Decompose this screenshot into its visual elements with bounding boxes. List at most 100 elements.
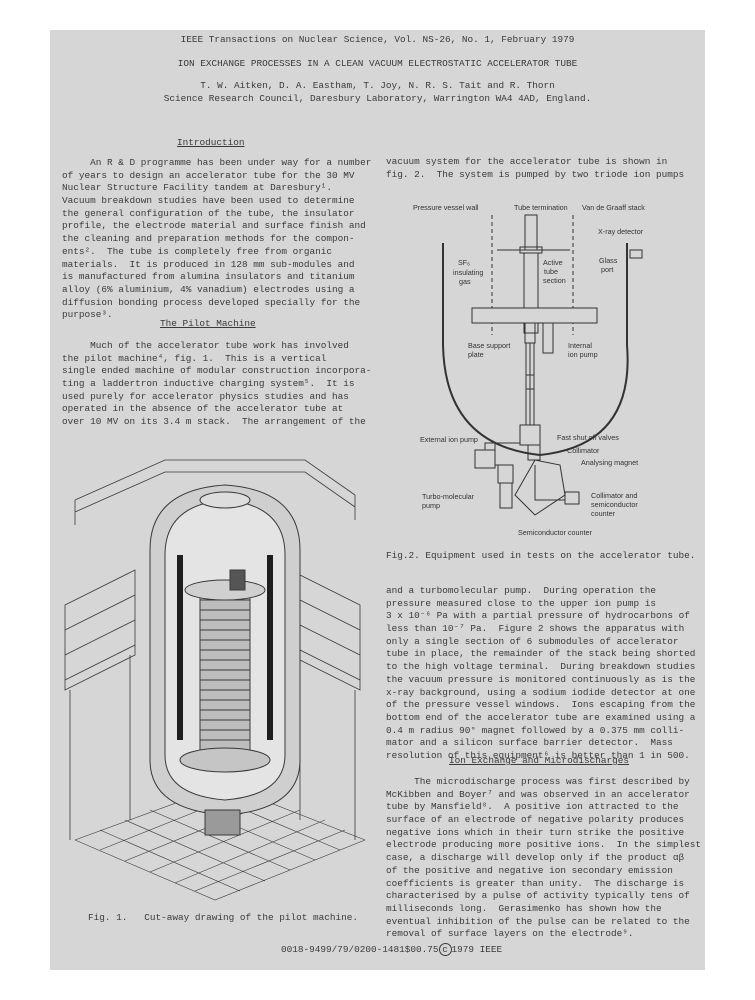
text-line: milliseconds long. Gerasimenko has shown… <box>386 902 662 914</box>
label-collimator-semiconductor: Collimator and <box>591 491 637 500</box>
authors: T. W. Aitken, D. A. Eastham, T. Joy, N. … <box>200 80 555 91</box>
text-line: the vacuum pressure is monitored continu… <box>386 673 696 685</box>
label-xray-detector: X-ray detector <box>598 227 644 236</box>
label-collimator-semiconductor: counter <box>591 509 616 518</box>
ion-exchange-text: The microdischarge process was first des… <box>386 776 701 941</box>
label-collimator: Collimator <box>567 446 600 455</box>
text-line: fig. 2. The system is pumped by two trio… <box>386 168 685 180</box>
text-line: diffusion bonding process developed spec… <box>62 296 361 308</box>
text-line: the cleaning and preparation methods for… <box>62 233 355 245</box>
accelerator-tube <box>471 214 598 425</box>
label-collimator-semiconductor: semiconductor <box>591 500 638 509</box>
figure-2-caption: Fig.2. Equipment used in tests on the ac… <box>386 550 696 561</box>
text-line: single ended machine of modular construc… <box>62 365 372 377</box>
figure-2-labels: Pressure vessel wall Tube termination Va… <box>413 203 645 537</box>
label-active-tube-section: section <box>543 276 566 285</box>
text-line: the pilot machine⁴, fig. 1. This is a ve… <box>62 352 327 364</box>
text-line: The microdischarge process was first des… <box>386 776 690 787</box>
label-glass-port: port <box>601 265 613 274</box>
label-analysing-magnet: Analysing magnet <box>581 458 638 467</box>
affiliation: Science Research Council, Daresbury Labo… <box>163 93 592 104</box>
footer-code: 0018-9499/79/0200-1481$00.75 <box>281 944 439 955</box>
text-line: x-ray background, using a sodium iodide … <box>386 686 696 698</box>
text-line: and a turbomolecular pump. During operat… <box>386 585 657 596</box>
text-line: Nuclear Structure Facility tandem at Dar… <box>62 182 333 194</box>
scanned-page <box>50 30 705 970</box>
text-line: resolution of this equipment⁶ is better … <box>386 749 690 761</box>
introduction-text: An R & D programme has been under way fo… <box>62 157 371 322</box>
text-line: materials. It is produced in 128 mm sub-… <box>62 258 355 270</box>
label-sf6: gas <box>459 277 471 286</box>
text-line: to the high voltage terminal. During bre… <box>386 661 696 673</box>
text-line: Much of the accelerator tube work has in… <box>62 340 349 351</box>
text-line: over 10 MV on its 3.4 m stack. The arran… <box>62 416 366 428</box>
label-base-support-plate: plate <box>468 350 484 359</box>
pilot-machine-text: Much of the accelerator tube work has in… <box>62 340 371 429</box>
label-sf6: SF₆ <box>458 258 470 267</box>
text-line: eventual inhibition of the pulse can be … <box>386 915 690 927</box>
text-line: ting a laddertron inductive charging sys… <box>62 378 355 390</box>
text-line: purpose³. <box>62 309 113 321</box>
text-line: An R & D programme has been under way fo… <box>62 157 372 168</box>
text-line: McKibben and Boyer⁷ and was observed in … <box>386 788 690 800</box>
accelerator-stack <box>179 569 271 836</box>
text-line: tube by Mansfield⁸. A positive ion attra… <box>386 801 679 813</box>
label-tube-termination: Tube termination <box>514 203 568 212</box>
text-line: 3 x 10⁻⁶ Pa with a partial pressure of h… <box>386 610 690 622</box>
right-column-mid-text: and a turbomolecular pump. During operat… <box>386 585 695 763</box>
footer-copyright-year: 1979 IEEE <box>451 944 503 955</box>
figure-1-cutaway-drawing <box>64 459 366 901</box>
label-internal-ion-pump: Internal <box>568 341 592 350</box>
text-line: pressure measured close to the upper ion… <box>386 597 657 609</box>
copyright-symbol: c <box>438 943 452 956</box>
text-line: Vacuum breakdown studies have been used … <box>62 195 355 207</box>
right-column-top-text: vacuum system for the accelerator tube i… <box>386 156 684 181</box>
text-line: of the pressure vessel windows. Ions esc… <box>386 699 696 711</box>
label-pressure-vessel-wall: Pressure vessel wall <box>413 203 479 212</box>
section-heading-ion-exchange: Ion Exchange and Microdischarges <box>449 755 630 766</box>
text-line: characterised by a pulse of activity typ… <box>386 890 690 902</box>
text-line: only a single section of 6 submodules of… <box>386 635 679 647</box>
text-line: profile, the electrode material and surf… <box>62 220 366 232</box>
text-line: removal of surface layers on the electro… <box>386 928 634 940</box>
xray-detector-box <box>629 249 643 259</box>
label-active-tube-section: Active <box>543 258 563 267</box>
figure-1-caption: Fig. 1. Cut-away drawing of the pilot ma… <box>88 912 359 923</box>
text-line: alloy (6% aluminium, 4% vanadium) electr… <box>62 283 355 295</box>
text-line: negative ions which in their turn strike… <box>386 826 685 838</box>
floor-grid <box>74 784 366 901</box>
journal-line: IEEE Transactions on Nuclear Science, Vo… <box>180 34 575 45</box>
section-heading-introduction: Introduction <box>177 137 245 148</box>
label-base-support-plate: Base support <box>468 341 510 350</box>
text-line: electrode producing more positive ions. … <box>386 839 702 851</box>
text-line: vacuum system for the accelerator tube i… <box>386 156 668 167</box>
text-line: coefficients is greater than unity. The … <box>386 877 685 889</box>
text-line: less than 10⁻⁷ Pa. Figure 2 shows the ap… <box>386 623 685 635</box>
text-line: operated in the absence of the accelerat… <box>62 403 344 415</box>
text-line: surface of an electrode of negative pola… <box>386 814 685 826</box>
text-line: mator and a silicon surface barrier dete… <box>386 737 673 749</box>
text-line: of years to design an accelerator tube f… <box>62 169 355 181</box>
label-van-de-graaff-stack: Van de Graaff stack <box>582 203 645 212</box>
text-line: bottom end of the accelerator tube are e… <box>386 711 696 723</box>
label-internal-ion-pump: ion pump <box>568 350 598 359</box>
label-semiconductor-counter: Semiconductor counter <box>518 528 593 537</box>
label-active-tube-section: tube <box>544 267 558 276</box>
lower-apparatus <box>474 424 580 516</box>
text-line: used purely for accelerator physics stud… <box>62 390 349 402</box>
label-turbo-molecular-pump: Turbo-molecular <box>422 492 475 501</box>
platform-railings <box>64 459 361 840</box>
text-line: tube in place, the remainder of the stac… <box>386 648 696 660</box>
label-glass-port: Glass <box>599 256 618 265</box>
figure-2-equipment-diagram: Pressure vessel wall Tube termination Va… <box>413 203 645 537</box>
text-line: the general configuration of the tube, t… <box>62 207 355 219</box>
paper-title: ION EXCHANGE PROCESSES IN A CLEAN VACUUM… <box>177 58 578 69</box>
text-line: ents². The tube is completely free from … <box>62 245 333 257</box>
text-line: case, a discharge will develop only if t… <box>386 852 685 864</box>
label-fast-shut-off-valves: Fast shut off valves <box>557 433 619 442</box>
text-line: 0.4 m radius 90° magnet followed by a 0.… <box>386 724 685 736</box>
section-heading-pilot-machine: The Pilot Machine <box>160 318 256 329</box>
label-external-ion-pump: External ion pump <box>420 435 478 444</box>
text-line: of the positive and negative ion seconda… <box>386 864 673 876</box>
